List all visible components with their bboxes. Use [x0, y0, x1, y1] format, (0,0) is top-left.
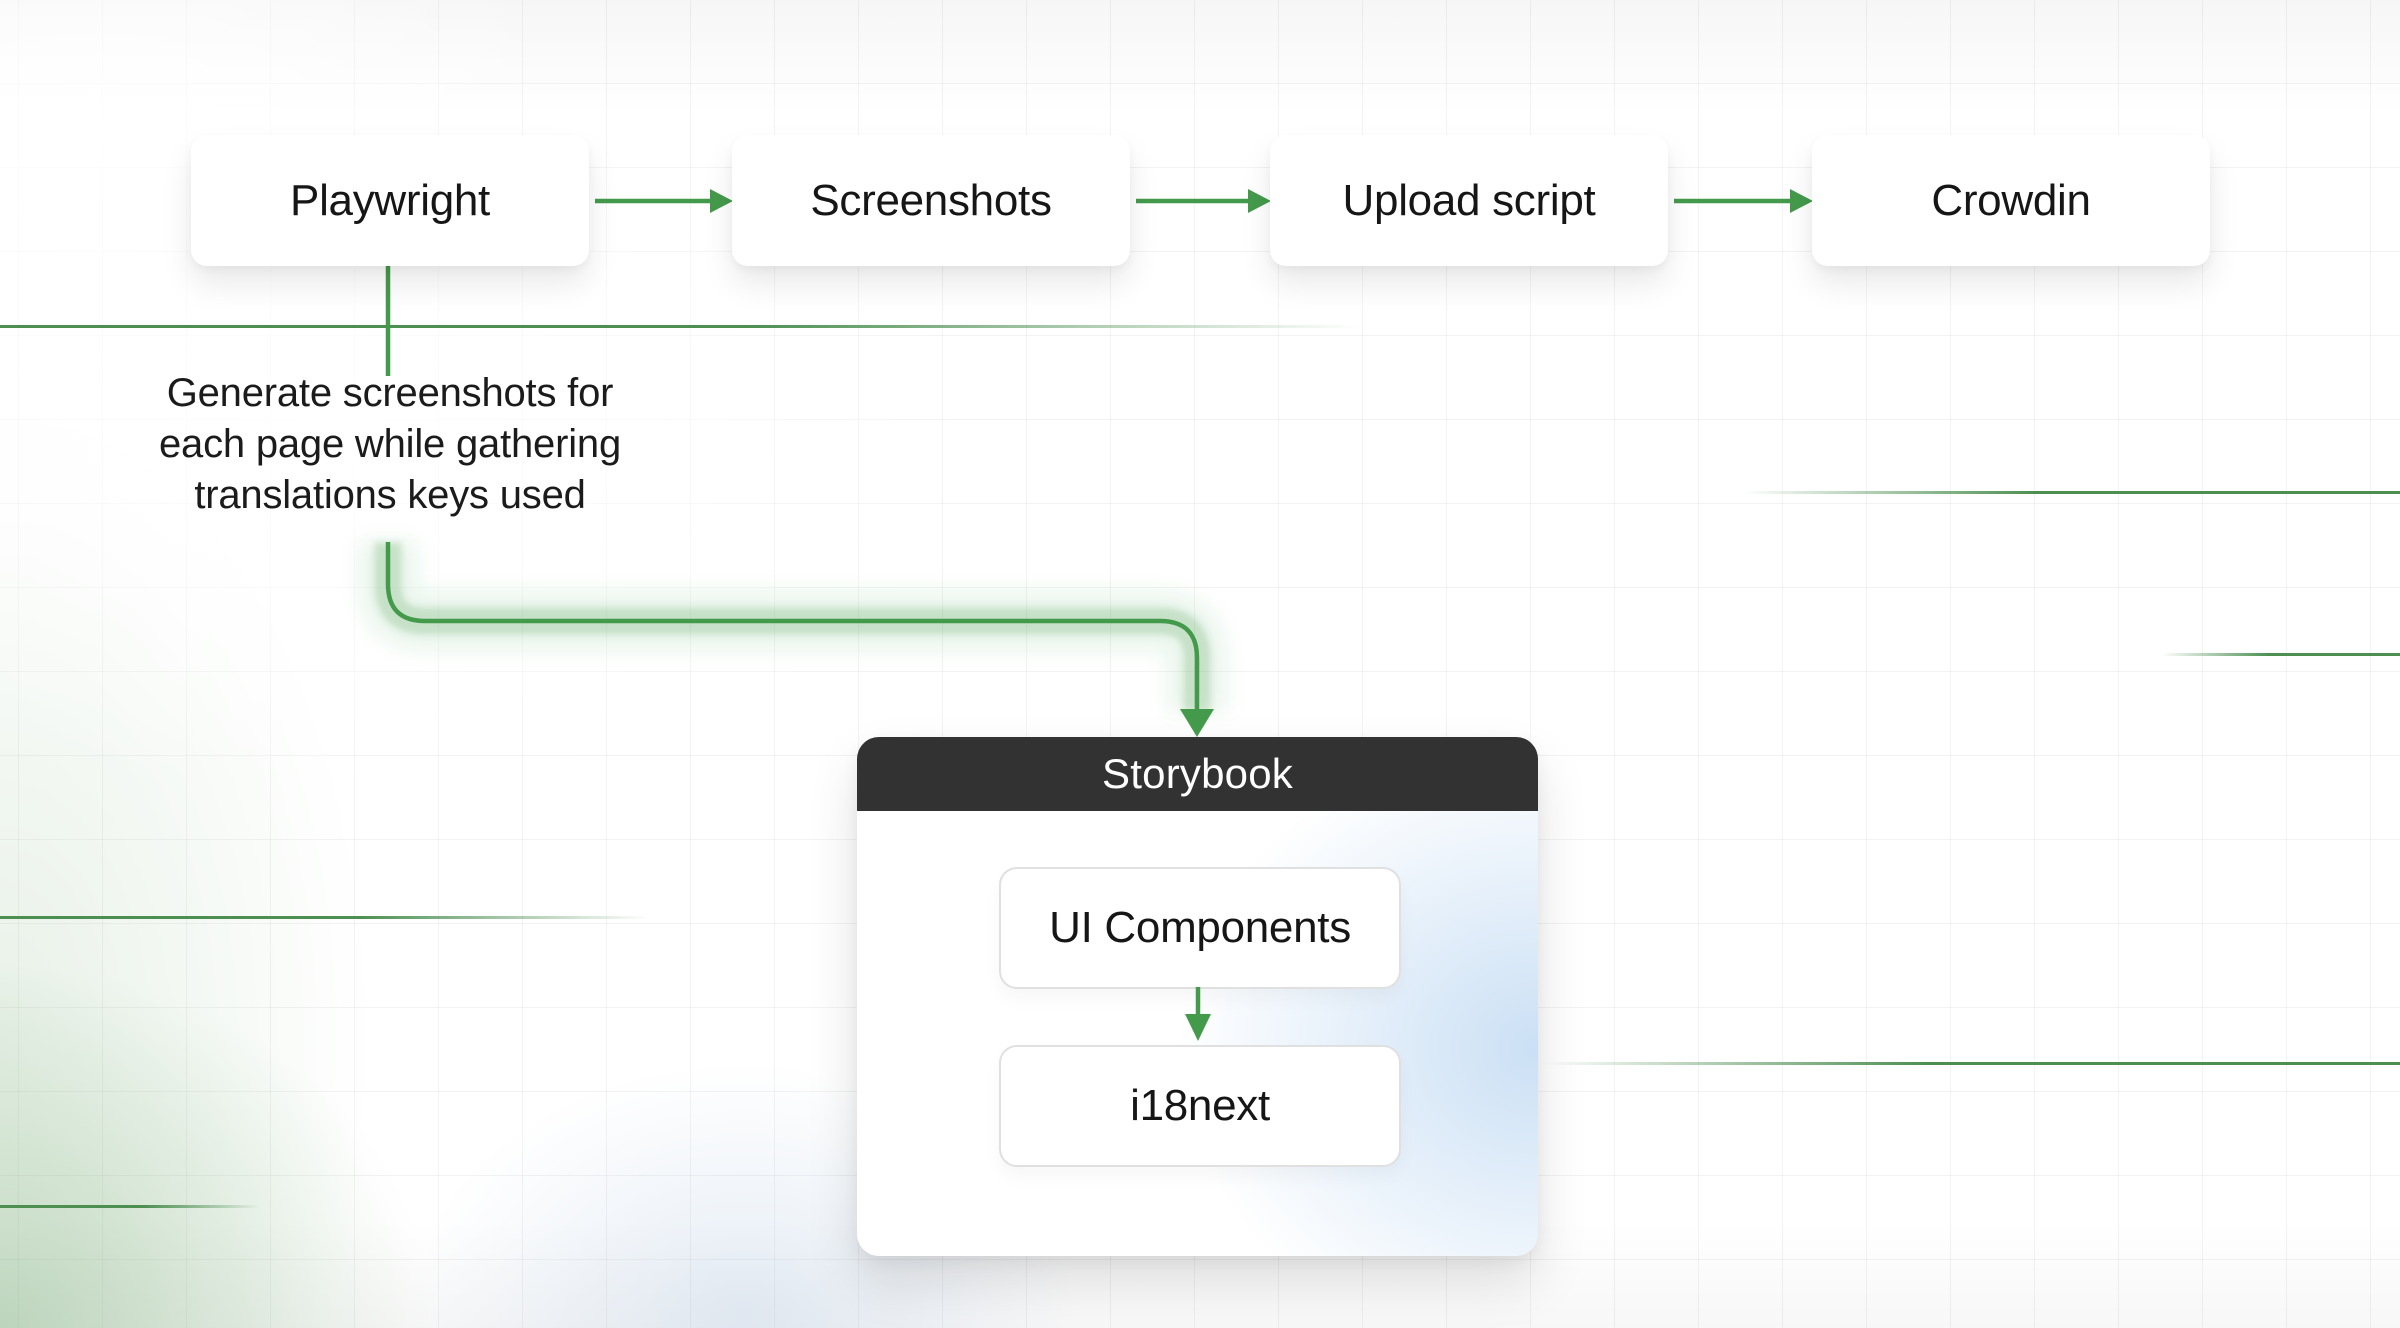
accent-line-left-1: [0, 916, 650, 919]
connector-annotation: Generate screenshots for each page while…: [115, 368, 665, 521]
storybook-panel-header: Storybook: [857, 737, 1538, 811]
accent-line-right-2: [2162, 653, 2400, 656]
panel-blue-wash: [857, 737, 1538, 1256]
flow-node-label: Screenshots: [810, 175, 1052, 225]
annotation-line: each page while gathering: [158, 422, 621, 466]
flow-node-upload-script: Upload script: [1270, 135, 1668, 266]
annotation-line: Generate screenshots for: [166, 371, 614, 415]
flow-node-i18next: i18next: [999, 1045, 1401, 1167]
annotation-line: translations keys used: [194, 473, 586, 517]
flow-node-ui-components: UI Components: [999, 867, 1401, 989]
flow-node-label: Playwright: [290, 175, 490, 225]
flow-node-label: i18next: [1130, 1081, 1270, 1130]
flow-node-label: Upload script: [1342, 175, 1596, 225]
flow-node-playwright: Playwright: [191, 135, 589, 266]
storybook-panel-title: Storybook: [1102, 750, 1293, 797]
flow-node-label: UI Components: [1049, 903, 1351, 952]
accent-line-left-2: [0, 1205, 260, 1208]
storybook-panel: Storybook UI Components i18next: [857, 737, 1538, 1256]
flow-node-label: Crowdin: [1931, 175, 2091, 225]
accent-line-top-left: [0, 325, 1360, 328]
flow-node-crowdin: Crowdin: [1812, 135, 2210, 266]
accent-line-right-3: [1542, 1062, 2400, 1065]
flow-node-screenshots: Screenshots: [732, 135, 1130, 266]
accent-line-right-1: [1742, 491, 2400, 494]
